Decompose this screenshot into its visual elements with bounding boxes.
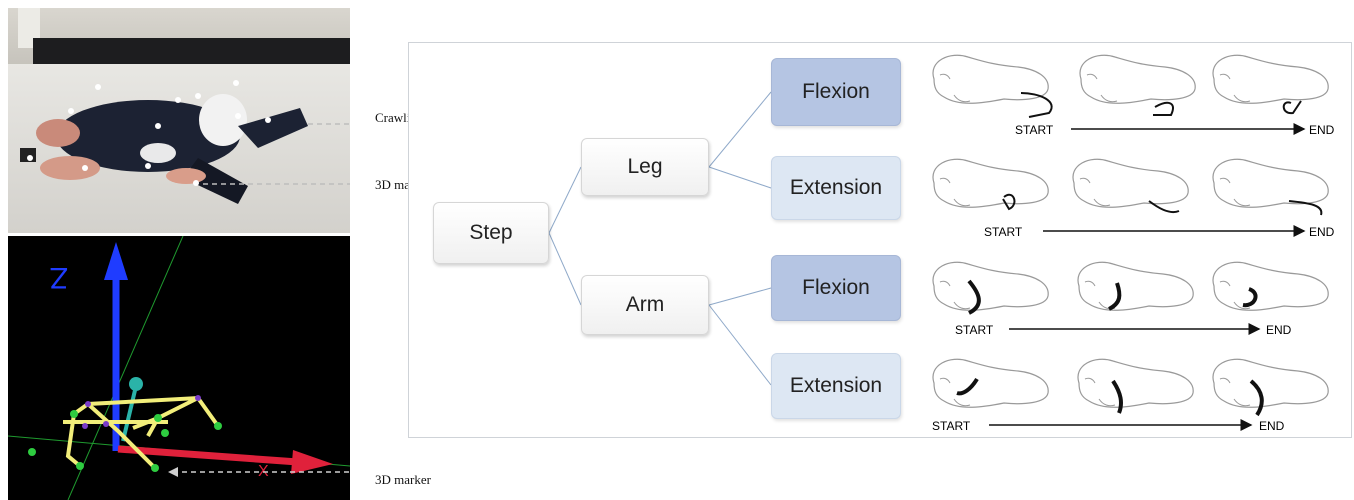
- arm-extension-sequence: [932, 358, 1329, 431]
- leg-extension-end: END: [1309, 225, 1335, 239]
- motion-sequences: [932, 54, 1329, 431]
- marker-callout-bottom: 3D marker: [375, 472, 431, 487]
- x-axis: [117, 445, 299, 466]
- leg-extension-sequence: [932, 158, 1329, 237]
- arm-flexion-start: START: [955, 323, 994, 337]
- arm-extension-end: END: [1259, 419, 1285, 433]
- node-leg: Leg: [581, 138, 709, 196]
- arm-flexion-sequence: [932, 261, 1329, 335]
- leg-flexion-sequence: [932, 54, 1329, 135]
- leg-flexion-end: END: [1309, 123, 1335, 137]
- infant-photo: [8, 8, 350, 233]
- tree-connectors: [548, 91, 772, 386]
- node-arm-flexion: Flexion: [771, 255, 901, 321]
- node-leg-extension: Extension: [771, 156, 901, 220]
- movement-hierarchy-panel: Step Leg Arm Flexion Extension Flexion E…: [408, 42, 1352, 438]
- skeleton-3d-view: Z X: [8, 236, 350, 500]
- node-step: Step: [433, 202, 549, 264]
- arm-flexion-end: END: [1266, 323, 1292, 337]
- arm-extension-start: START: [932, 419, 971, 433]
- node-arm-extension: Extension: [771, 353, 901, 419]
- node-leg-flexion: Flexion: [771, 58, 901, 126]
- z-axis-label: Z: [50, 261, 68, 294]
- leg-flexion-start: START: [1015, 123, 1054, 137]
- leg-extension-start: START: [984, 225, 1023, 239]
- node-arm: Arm: [581, 275, 709, 335]
